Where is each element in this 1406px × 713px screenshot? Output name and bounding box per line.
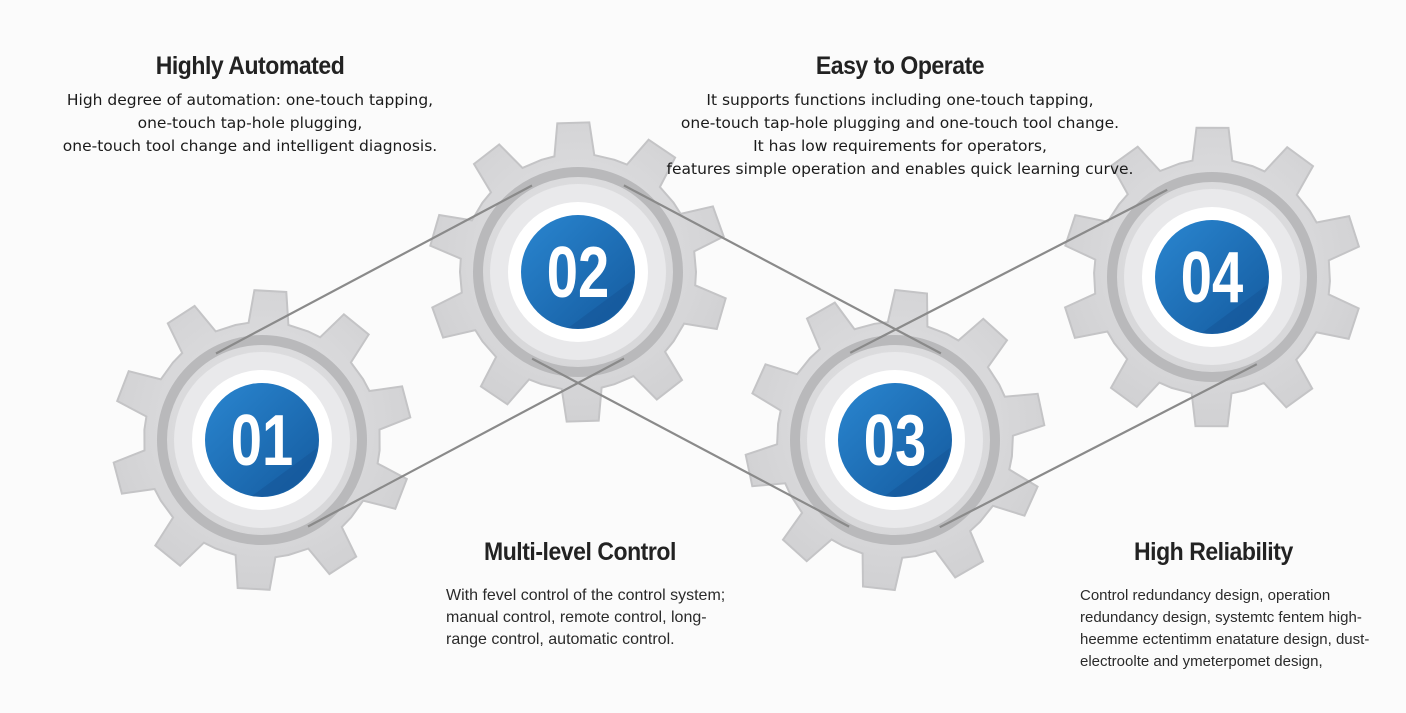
gear-outer-ring: [157, 335, 367, 545]
gear-outer-ring: [790, 335, 1000, 545]
gear-number-label: 02: [547, 232, 609, 312]
belt-3: [849, 188, 1258, 529]
belt-line: [849, 188, 1168, 354]
feature-block-multi-level-control: Multi-level Control With fevel control o…: [446, 538, 766, 651]
gear-number-label: 03: [864, 400, 926, 480]
belt-2: [531, 184, 942, 528]
feature-title: Highly Automated: [155, 52, 345, 80]
feature-block-easy-to-operate: Easy to Operate It supports functions in…: [660, 52, 1140, 181]
badge-shadow: [252, 448, 317, 497]
feature-description: High degree of automation: one-touch tap…: [62, 91, 438, 155]
belt-line: [307, 357, 625, 528]
feature-block-highly-automated: Highly Automated High degree of automati…: [40, 52, 460, 158]
number-badge-4: 04: [1155, 220, 1269, 334]
feature-title: Multi-level Control: [484, 538, 676, 566]
belt-line: [215, 184, 533, 355]
gear-number-label: 01: [231, 400, 293, 480]
feature-description: With fevel control of the control system…: [446, 587, 726, 648]
feature-title: Easy to Operate: [815, 52, 985, 80]
number-badge-1: 01: [205, 383, 319, 497]
gear-outer-ring: [473, 167, 683, 377]
belt-1: [215, 184, 625, 528]
feature-title: High Reliability: [1134, 538, 1293, 566]
badge-shadow: [1202, 285, 1267, 334]
number-badge-3: 03: [838, 383, 952, 497]
gear-outer-ring: [1107, 172, 1317, 382]
badge-shadow: [568, 280, 633, 329]
badge-shadow: [885, 448, 950, 497]
gear-number-label: 04: [1181, 237, 1244, 317]
feature-description: Control redundancy design, operation red…: [1080, 587, 1370, 670]
feature-block-high-reliability: High Reliability Control redundancy desi…: [1080, 538, 1380, 673]
number-badge-2: 02: [521, 215, 635, 329]
feature-description: It supports functions including one-touc…: [666, 91, 1134, 178]
belt-line: [531, 357, 850, 528]
belt-line: [939, 363, 1258, 529]
belt-line: [623, 184, 942, 355]
